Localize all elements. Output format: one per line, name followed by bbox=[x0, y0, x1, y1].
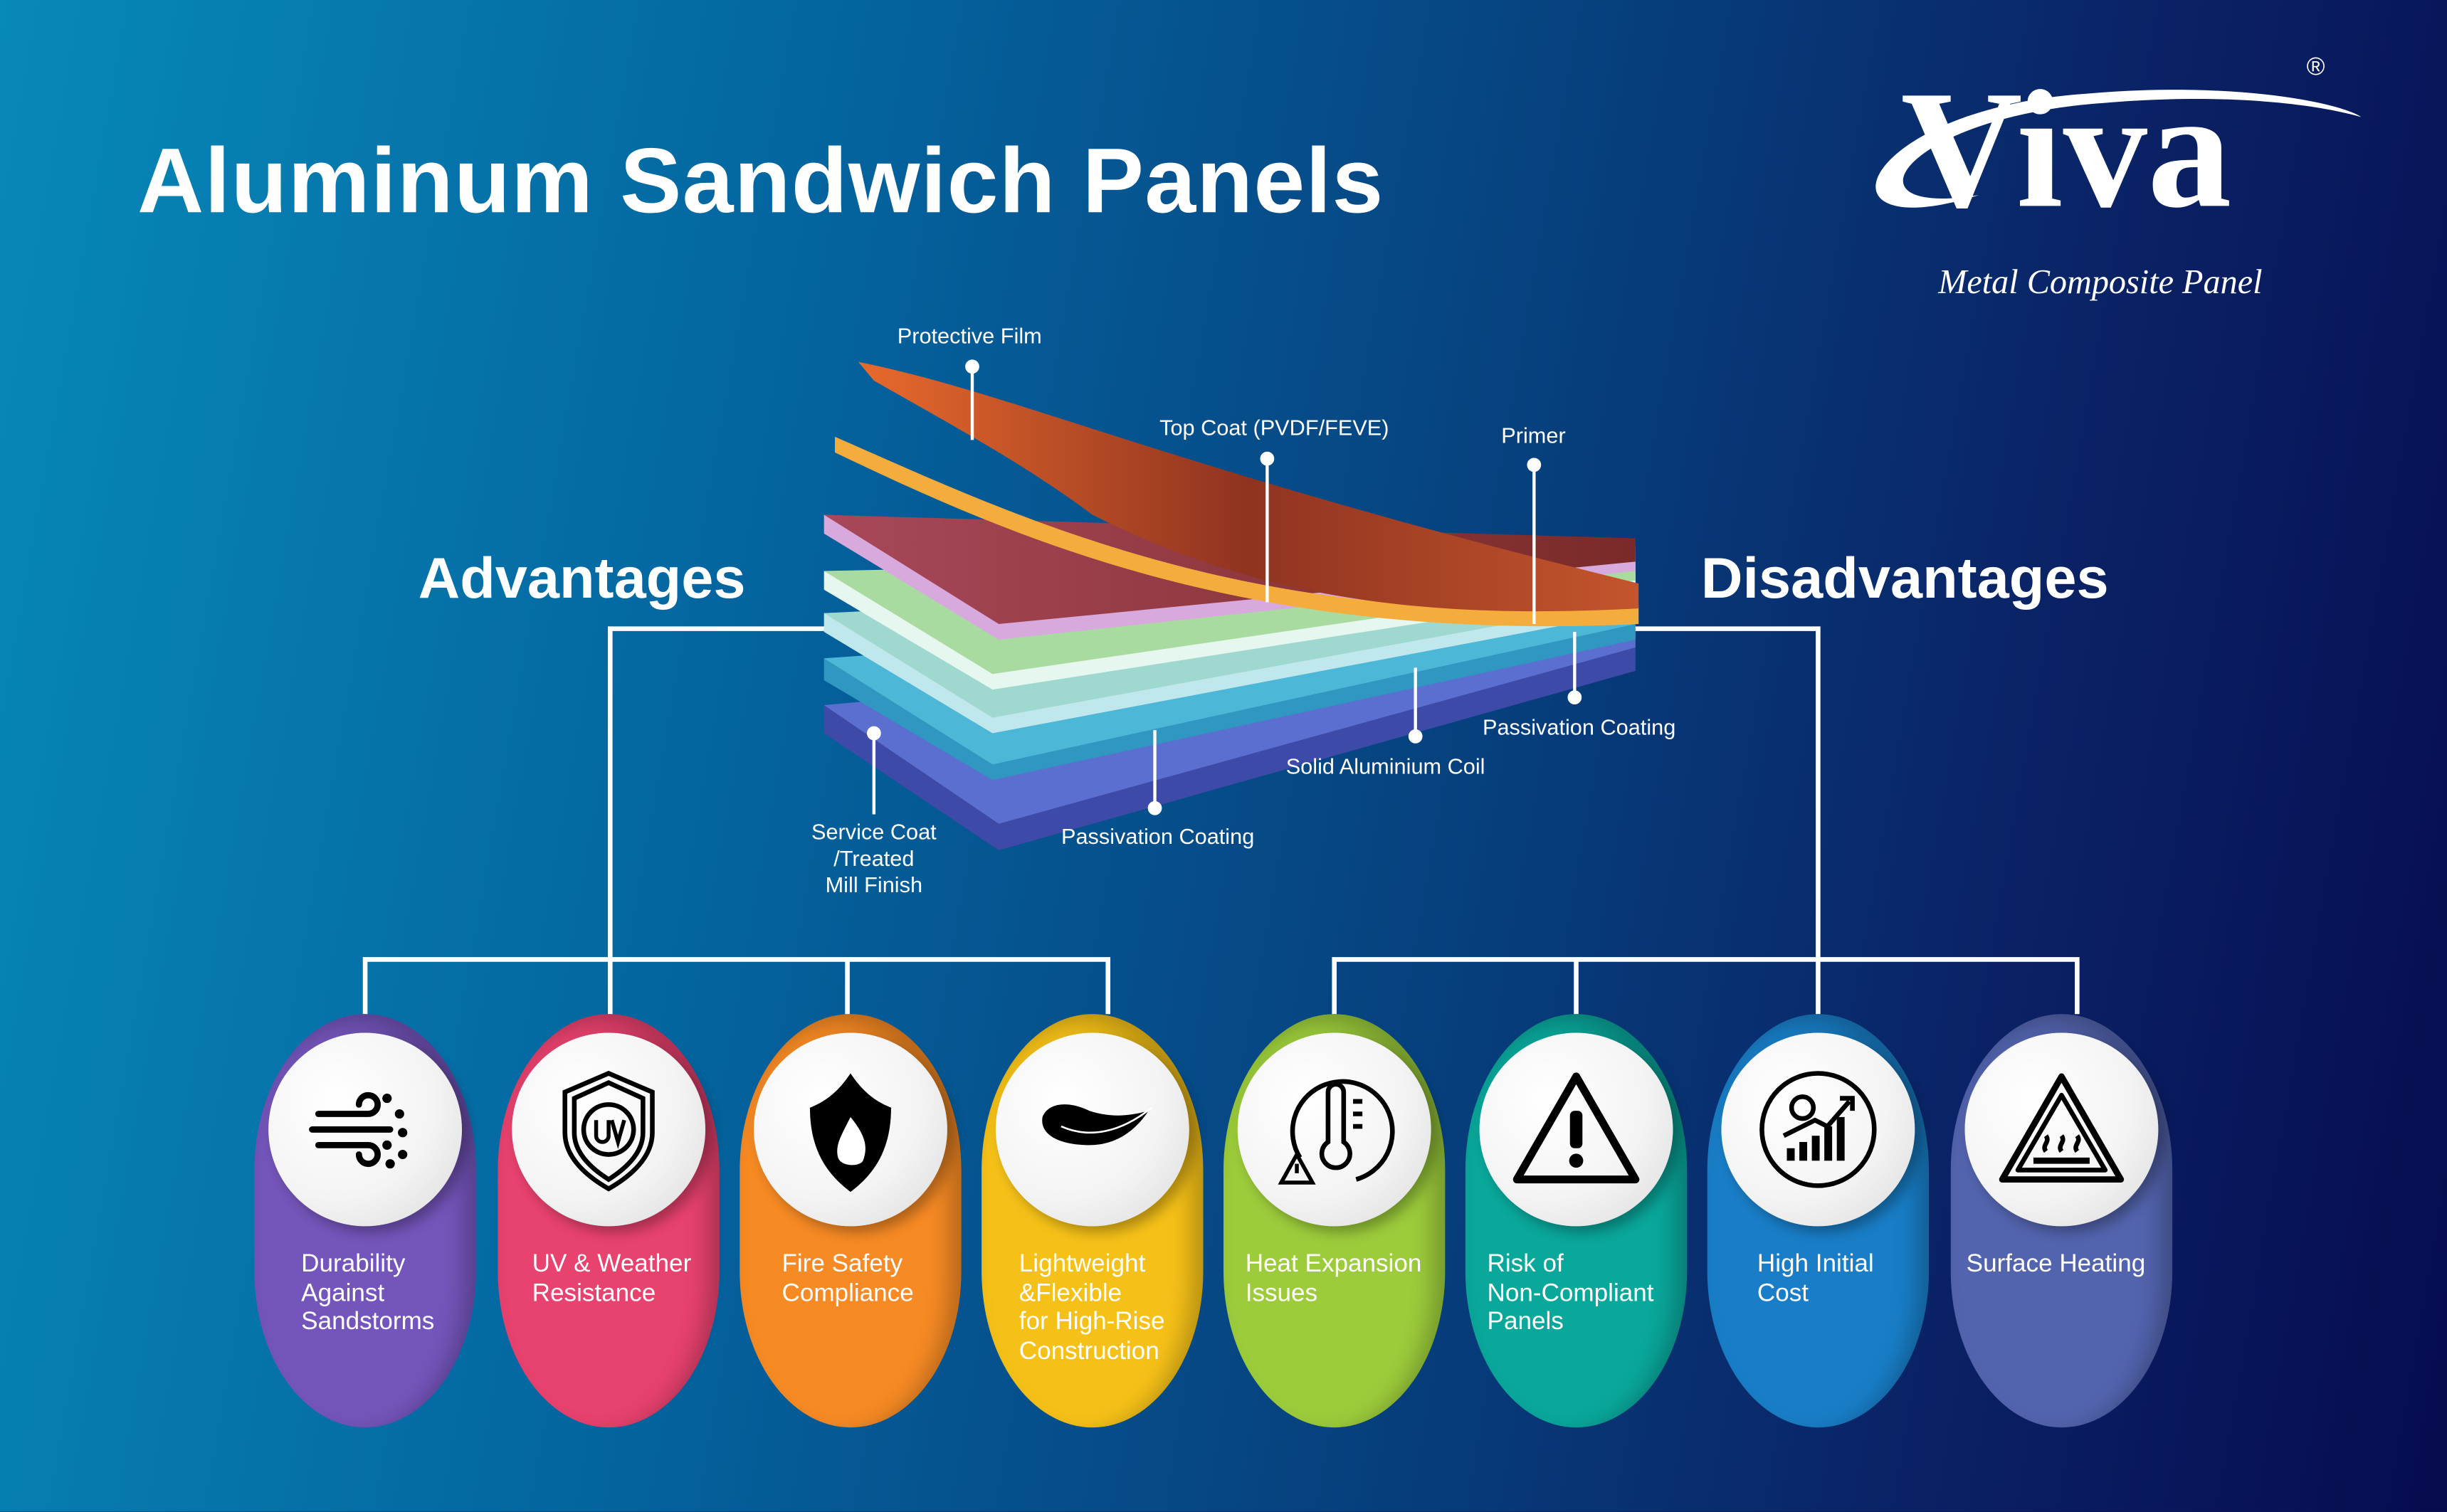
label-line: for High-Rise bbox=[1019, 1309, 1165, 1336]
page-title: Aluminum Sandwich Panels bbox=[137, 129, 1384, 233]
label-line: Resistance bbox=[532, 1280, 656, 1307]
disadvantage-label: Surface Heating bbox=[1967, 1251, 2185, 1280]
label-protective-film: Protective Film bbox=[897, 322, 1042, 348]
label-passivation-top: Passivation Coating bbox=[1482, 714, 1676, 740]
advantages-heading: Advantages bbox=[418, 546, 746, 610]
label-line: Against bbox=[301, 1280, 385, 1307]
disadvantages-heading: Disadvantages bbox=[1700, 546, 2109, 610]
label-line: Issues bbox=[1245, 1280, 1318, 1307]
service-coat-line: Service Coat bbox=[811, 819, 937, 845]
tree-connectors bbox=[362, 626, 2080, 1015]
layer-top-coat bbox=[835, 436, 1639, 627]
label-line: Lightweight bbox=[1019, 1251, 1146, 1278]
registered-mark: ® bbox=[2307, 53, 2325, 80]
label-line: Surface Heating bbox=[1966, 1251, 2146, 1278]
label-solid-coil: Solid Aluminium Coil bbox=[1285, 754, 1485, 779]
label-line: Panels bbox=[1487, 1309, 1564, 1336]
label-primer: Primer bbox=[1501, 423, 1566, 448]
label-passivation-bottom: Passivation Coating bbox=[1061, 823, 1255, 849]
label-line: Heat Expansion bbox=[1245, 1251, 1422, 1278]
label-line: Non-Compliant bbox=[1487, 1280, 1654, 1307]
label-line: Cost bbox=[1757, 1280, 1809, 1307]
panel-layers bbox=[823, 361, 1639, 850]
cost-growth-icon bbox=[1759, 1071, 1877, 1188]
label-line: Risk of bbox=[1487, 1251, 1564, 1278]
disadvantage-card-surface-heating: Surface Heating bbox=[1950, 1014, 2173, 1428]
label-line: High Initial bbox=[1757, 1251, 1874, 1278]
label-line: Compliance bbox=[782, 1280, 914, 1307]
layer-protective-film bbox=[858, 361, 1639, 612]
service-coat-line: Mill Finish bbox=[825, 872, 923, 897]
label-line: Sandstorms bbox=[301, 1309, 435, 1336]
label-service-coat: Service Coat /Treated Mill Finish bbox=[796, 819, 952, 899]
label-line: Fire Safety bbox=[782, 1251, 903, 1278]
wind-sand-icon bbox=[309, 1091, 408, 1169]
hot-surface-icon bbox=[1999, 1073, 2125, 1183]
thermometer-warning-icon bbox=[1278, 1079, 1395, 1185]
label-top-coat: Top Coat (PVDF/FEVE) bbox=[1159, 415, 1389, 440]
feather-icon bbox=[1042, 1104, 1152, 1146]
logo-wordmark: Viva bbox=[1901, 56, 2232, 243]
fire-shield-icon bbox=[809, 1073, 891, 1193]
layer-callout-lines bbox=[866, 359, 1582, 815]
warning-triangle-icon bbox=[1512, 1072, 1640, 1184]
label-line: Construction bbox=[1019, 1338, 1159, 1365]
label-line: UV & Weather bbox=[532, 1251, 692, 1278]
label-line: &Flexible bbox=[1019, 1280, 1122, 1307]
label-line: Durability bbox=[301, 1251, 406, 1278]
service-coat-line: /Treated bbox=[833, 845, 915, 871]
viva-logo: Viva ® Metal Composite Panel bbox=[1875, 53, 2362, 301]
uv-shield-icon bbox=[562, 1070, 655, 1192]
logo-tagline: Metal Composite Panel bbox=[1937, 263, 2262, 301]
